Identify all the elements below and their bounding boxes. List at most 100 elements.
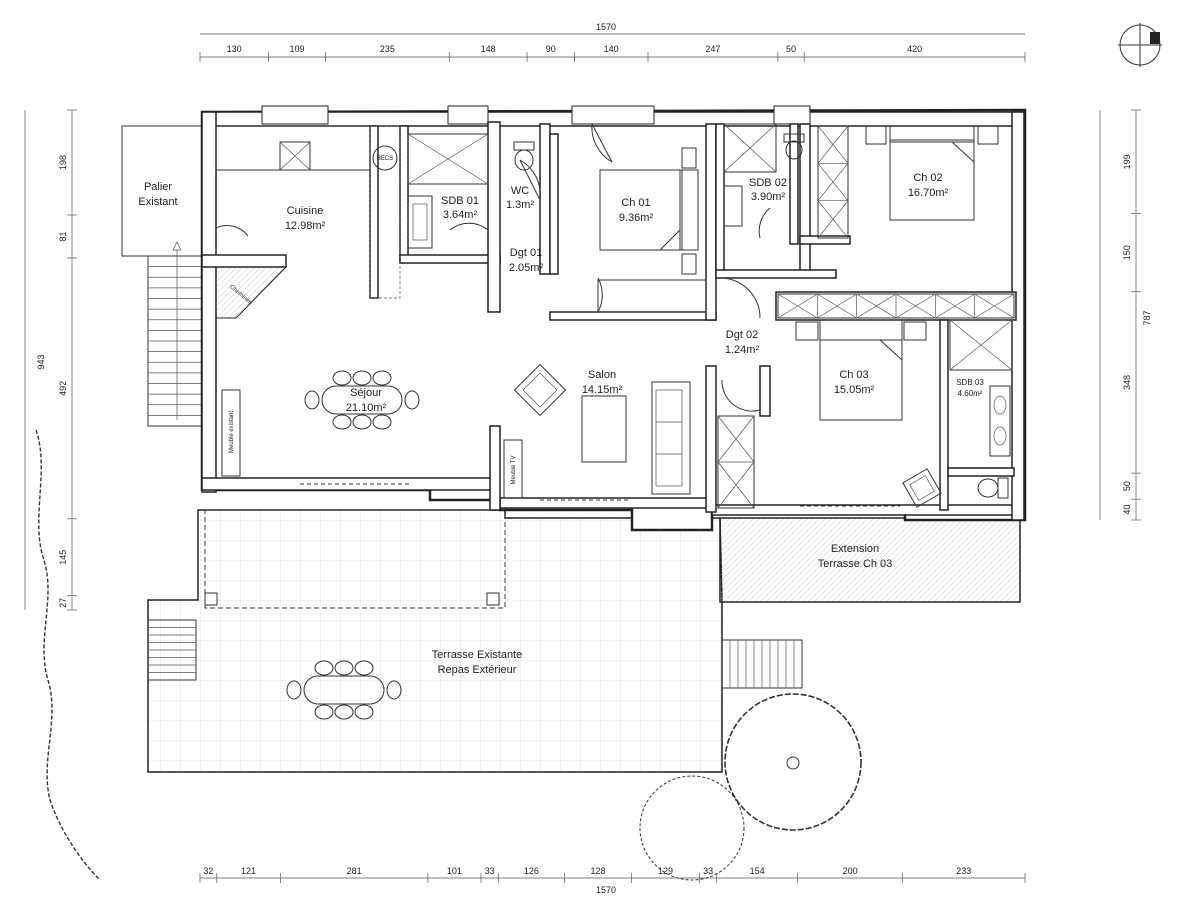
dim-bottom-segment: 32 <box>203 866 213 876</box>
dim-top-segment: 420 <box>907 44 922 54</box>
armchair-icon <box>513 363 567 417</box>
terrace-extension <box>719 517 1021 603</box>
outdoor-dining-table-icon <box>286 660 402 720</box>
dim-bottom-segment: 129 <box>658 866 673 876</box>
svg-text:15.05m²: 15.05m² <box>834 384 875 396</box>
dim-right-segment: 150 <box>1122 245 1132 260</box>
dim-bottom-segment: 101 <box>447 866 462 876</box>
kitchen-furniture: BECS <box>215 125 401 299</box>
svg-text:Séjour: Séjour <box>350 387 382 399</box>
fireplace-icon: Cheminée <box>215 266 288 319</box>
terrace-stairs-right <box>721 639 803 689</box>
svg-text:WC: WC <box>511 185 529 197</box>
room-cuisine: Cuisine 12.98m² <box>285 205 326 232</box>
dim-bottom-total: 1570 <box>596 885 616 895</box>
tree-small-icon <box>639 775 745 881</box>
svg-text:Cuisine: Cuisine <box>287 205 324 217</box>
doors <box>215 123 771 412</box>
svg-text:Extension: Extension <box>831 543 879 555</box>
north-arrow-icon <box>1118 23 1162 67</box>
svg-text:Palier: Palier <box>144 181 172 193</box>
terrace-existing <box>147 509 723 773</box>
dim-bottom-segment: 154 <box>750 866 765 876</box>
dimension-left: 943 198 81 492 145 27 <box>24 109 77 611</box>
tree-large-icon <box>724 693 862 831</box>
dim-left-segment: 492 <box>58 381 68 396</box>
coffee-table <box>581 395 627 463</box>
dim-left-total: 943 <box>36 354 46 369</box>
wardrobes <box>717 125 1015 509</box>
dim-right-segment: 348 <box>1122 375 1132 390</box>
dim-top-segment: 140 <box>604 44 619 54</box>
toilet-icon <box>513 141 535 171</box>
svg-text:SDB 02: SDB 02 <box>749 177 787 189</box>
dim-bottom-segment: 126 <box>524 866 539 876</box>
svg-text:4.60m²: 4.60m² <box>958 389 983 398</box>
dim-top-total: 1570 <box>596 22 616 32</box>
svg-text:1.3m²: 1.3m² <box>506 199 534 211</box>
svg-text:9.36m²: 9.36m² <box>619 212 654 224</box>
bathroom-01-fixtures <box>407 133 489 249</box>
svg-text:3.90m²: 3.90m² <box>751 191 786 203</box>
svg-text:Existant: Existant <box>138 196 177 208</box>
svg-text:14.15m²: 14.15m² <box>582 384 623 396</box>
room-sdb01: SDB 013.64m² <box>441 195 479 221</box>
bed-ch02-icon <box>865 125 999 221</box>
room-wc: WC 1.3m² <box>506 185 534 211</box>
room-ch03: Ch 03 15.05m² <box>834 369 875 396</box>
armchair-ch03-icon <box>902 468 942 508</box>
dim-top-segment: 235 <box>380 44 395 54</box>
dim-left-segment: 27 <box>58 598 68 608</box>
dim-bottom-segment: 121 <box>241 866 256 876</box>
room-ch01: Ch 019.36m² <box>619 197 654 224</box>
dim-right-segment: 199 <box>1122 154 1132 169</box>
sliding-doors <box>300 483 900 507</box>
meuble-tv-label: Meuble TV <box>511 456 517 485</box>
dim-top-segment: 109 <box>289 44 304 54</box>
dim-top-segment: 90 <box>546 44 556 54</box>
svg-text:Ch 02: Ch 02 <box>913 172 942 184</box>
sofa-icon <box>651 381 691 495</box>
bathroom-03-fixtures <box>949 319 1013 499</box>
bed-ch03-icon <box>795 319 927 421</box>
existing-cabinet: Meuble existant <box>221 389 241 477</box>
dim-bottom-segment: 33 <box>703 866 713 876</box>
dining-table-icon <box>304 370 420 430</box>
dim-right-segment: 50 <box>1122 481 1132 491</box>
room-sdb02: SDB 02 3.90m² <box>749 177 787 203</box>
svg-text:SDB 03: SDB 03 <box>956 378 984 387</box>
terrace-stairs-left <box>147 619 197 681</box>
bathroom-02-fixtures <box>723 123 805 227</box>
room-dgt01: Dgt 01 2.05m² <box>509 247 544 274</box>
dim-left-segment: 81 <box>58 231 68 241</box>
bed-ch01-icon <box>599 147 699 275</box>
room-sdb03: SDB 03 4.60m² <box>956 378 984 398</box>
dim-bottom-segment: 128 <box>591 866 606 876</box>
tv-cabinet: Meuble TV <box>503 439 523 499</box>
svg-text:Ch 03: Ch 03 <box>839 369 868 381</box>
room-sejour: Séjour 21.10m² <box>346 387 387 414</box>
svg-text:12.98m²: 12.98m² <box>285 220 326 232</box>
svg-text:21.10m²: 21.10m² <box>346 402 387 414</box>
dim-bottom-segment: 233 <box>956 866 971 876</box>
dim-bottom-segment: 33 <box>485 866 495 876</box>
svg-text:Terrasse Ch 03: Terrasse Ch 03 <box>818 558 893 570</box>
svg-text:Terrasse Existante: Terrasse Existante <box>432 649 522 661</box>
room-dgt02: Dgt 021.24m² <box>725 329 760 356</box>
dim-left-segment: 145 <box>58 550 68 565</box>
svg-text:Dgt 01: Dgt 01 <box>510 247 542 259</box>
svg-text:2.05m²: 2.05m² <box>509 262 544 274</box>
dim-right-total: 787 <box>1142 310 1152 325</box>
dim-bottom-segment: 200 <box>843 866 858 876</box>
dim-left-segment: 198 <box>58 155 68 170</box>
svg-text:Salon: Salon <box>588 369 616 381</box>
landing-existing <box>121 125 203 427</box>
